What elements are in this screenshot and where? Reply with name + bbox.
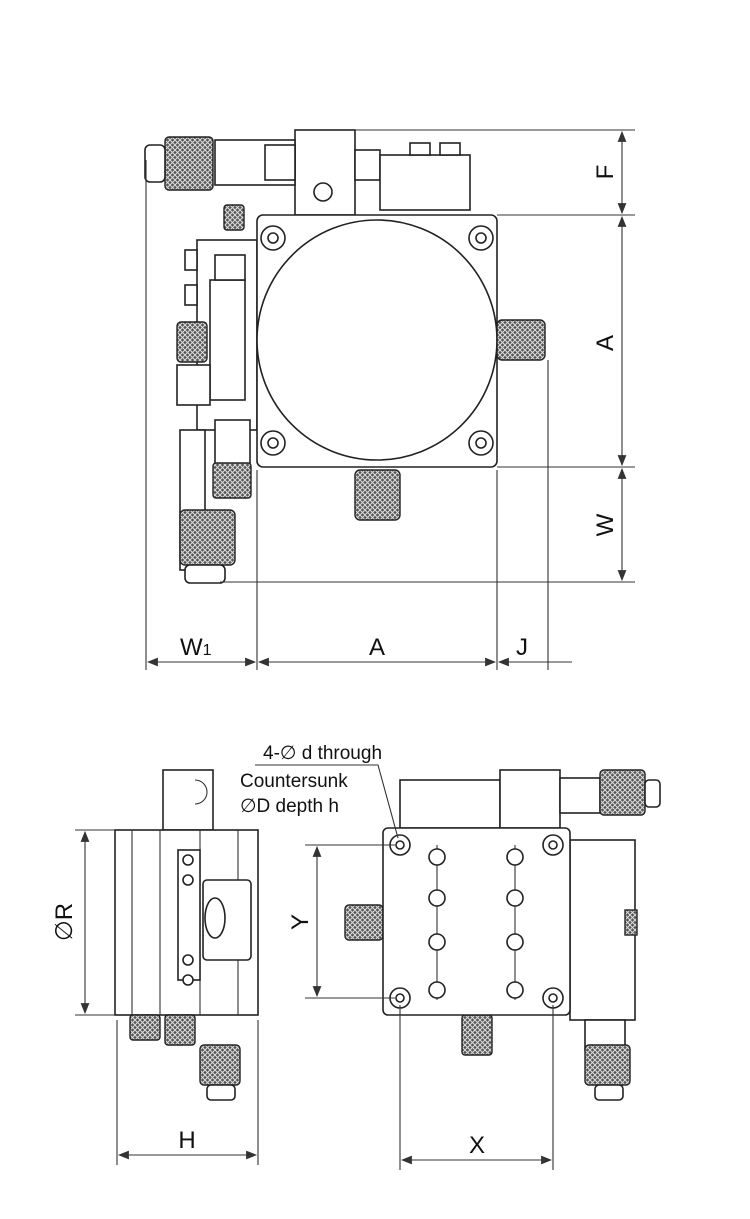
dim-A-horizontal: A xyxy=(369,634,385,661)
top-view: F A W W1 A J xyxy=(144,129,635,670)
mounting-screws xyxy=(428,848,524,999)
bottom-side-block xyxy=(569,839,636,1021)
right-knob xyxy=(496,319,546,361)
hole-note-line2: Countersunk xyxy=(240,771,348,792)
countersunk-holes xyxy=(389,834,564,1009)
clamp-block xyxy=(379,154,471,211)
side-view: ∅R H xyxy=(51,769,259,1165)
stage-top-circle xyxy=(256,219,498,461)
micrometer-knurl xyxy=(164,136,214,191)
dim-Y: Y xyxy=(287,914,314,930)
dim-W1: W1 xyxy=(180,634,212,661)
dim-A-vertical: A xyxy=(592,335,619,351)
corner-screws xyxy=(260,225,494,456)
dim-H: H xyxy=(178,1127,195,1154)
dim-F: F xyxy=(592,165,619,180)
hole-note-line3: ∅D depth h xyxy=(240,796,339,817)
lower-micrometer-knurl xyxy=(179,509,236,566)
hex-screw-icon xyxy=(313,182,333,202)
dim-X: X xyxy=(469,1132,485,1159)
dim-R: ∅R xyxy=(51,903,78,941)
bottom-knob xyxy=(354,469,401,521)
hole-note-line1: 4-∅ d through xyxy=(263,743,382,764)
bottom-micrometer-knurl xyxy=(599,769,646,816)
top-block xyxy=(294,129,356,216)
side-micrometer-knurl xyxy=(199,1044,241,1086)
bottom-view: Y X 4-∅ d through Countersunk ∅D depth h xyxy=(240,743,661,1170)
side-knob xyxy=(176,321,208,363)
dim-W: W xyxy=(592,513,619,536)
side-top-block xyxy=(162,769,214,831)
dim-J: J xyxy=(516,634,528,661)
bottom-plate xyxy=(382,827,571,1016)
bottom-top-block xyxy=(399,779,501,829)
